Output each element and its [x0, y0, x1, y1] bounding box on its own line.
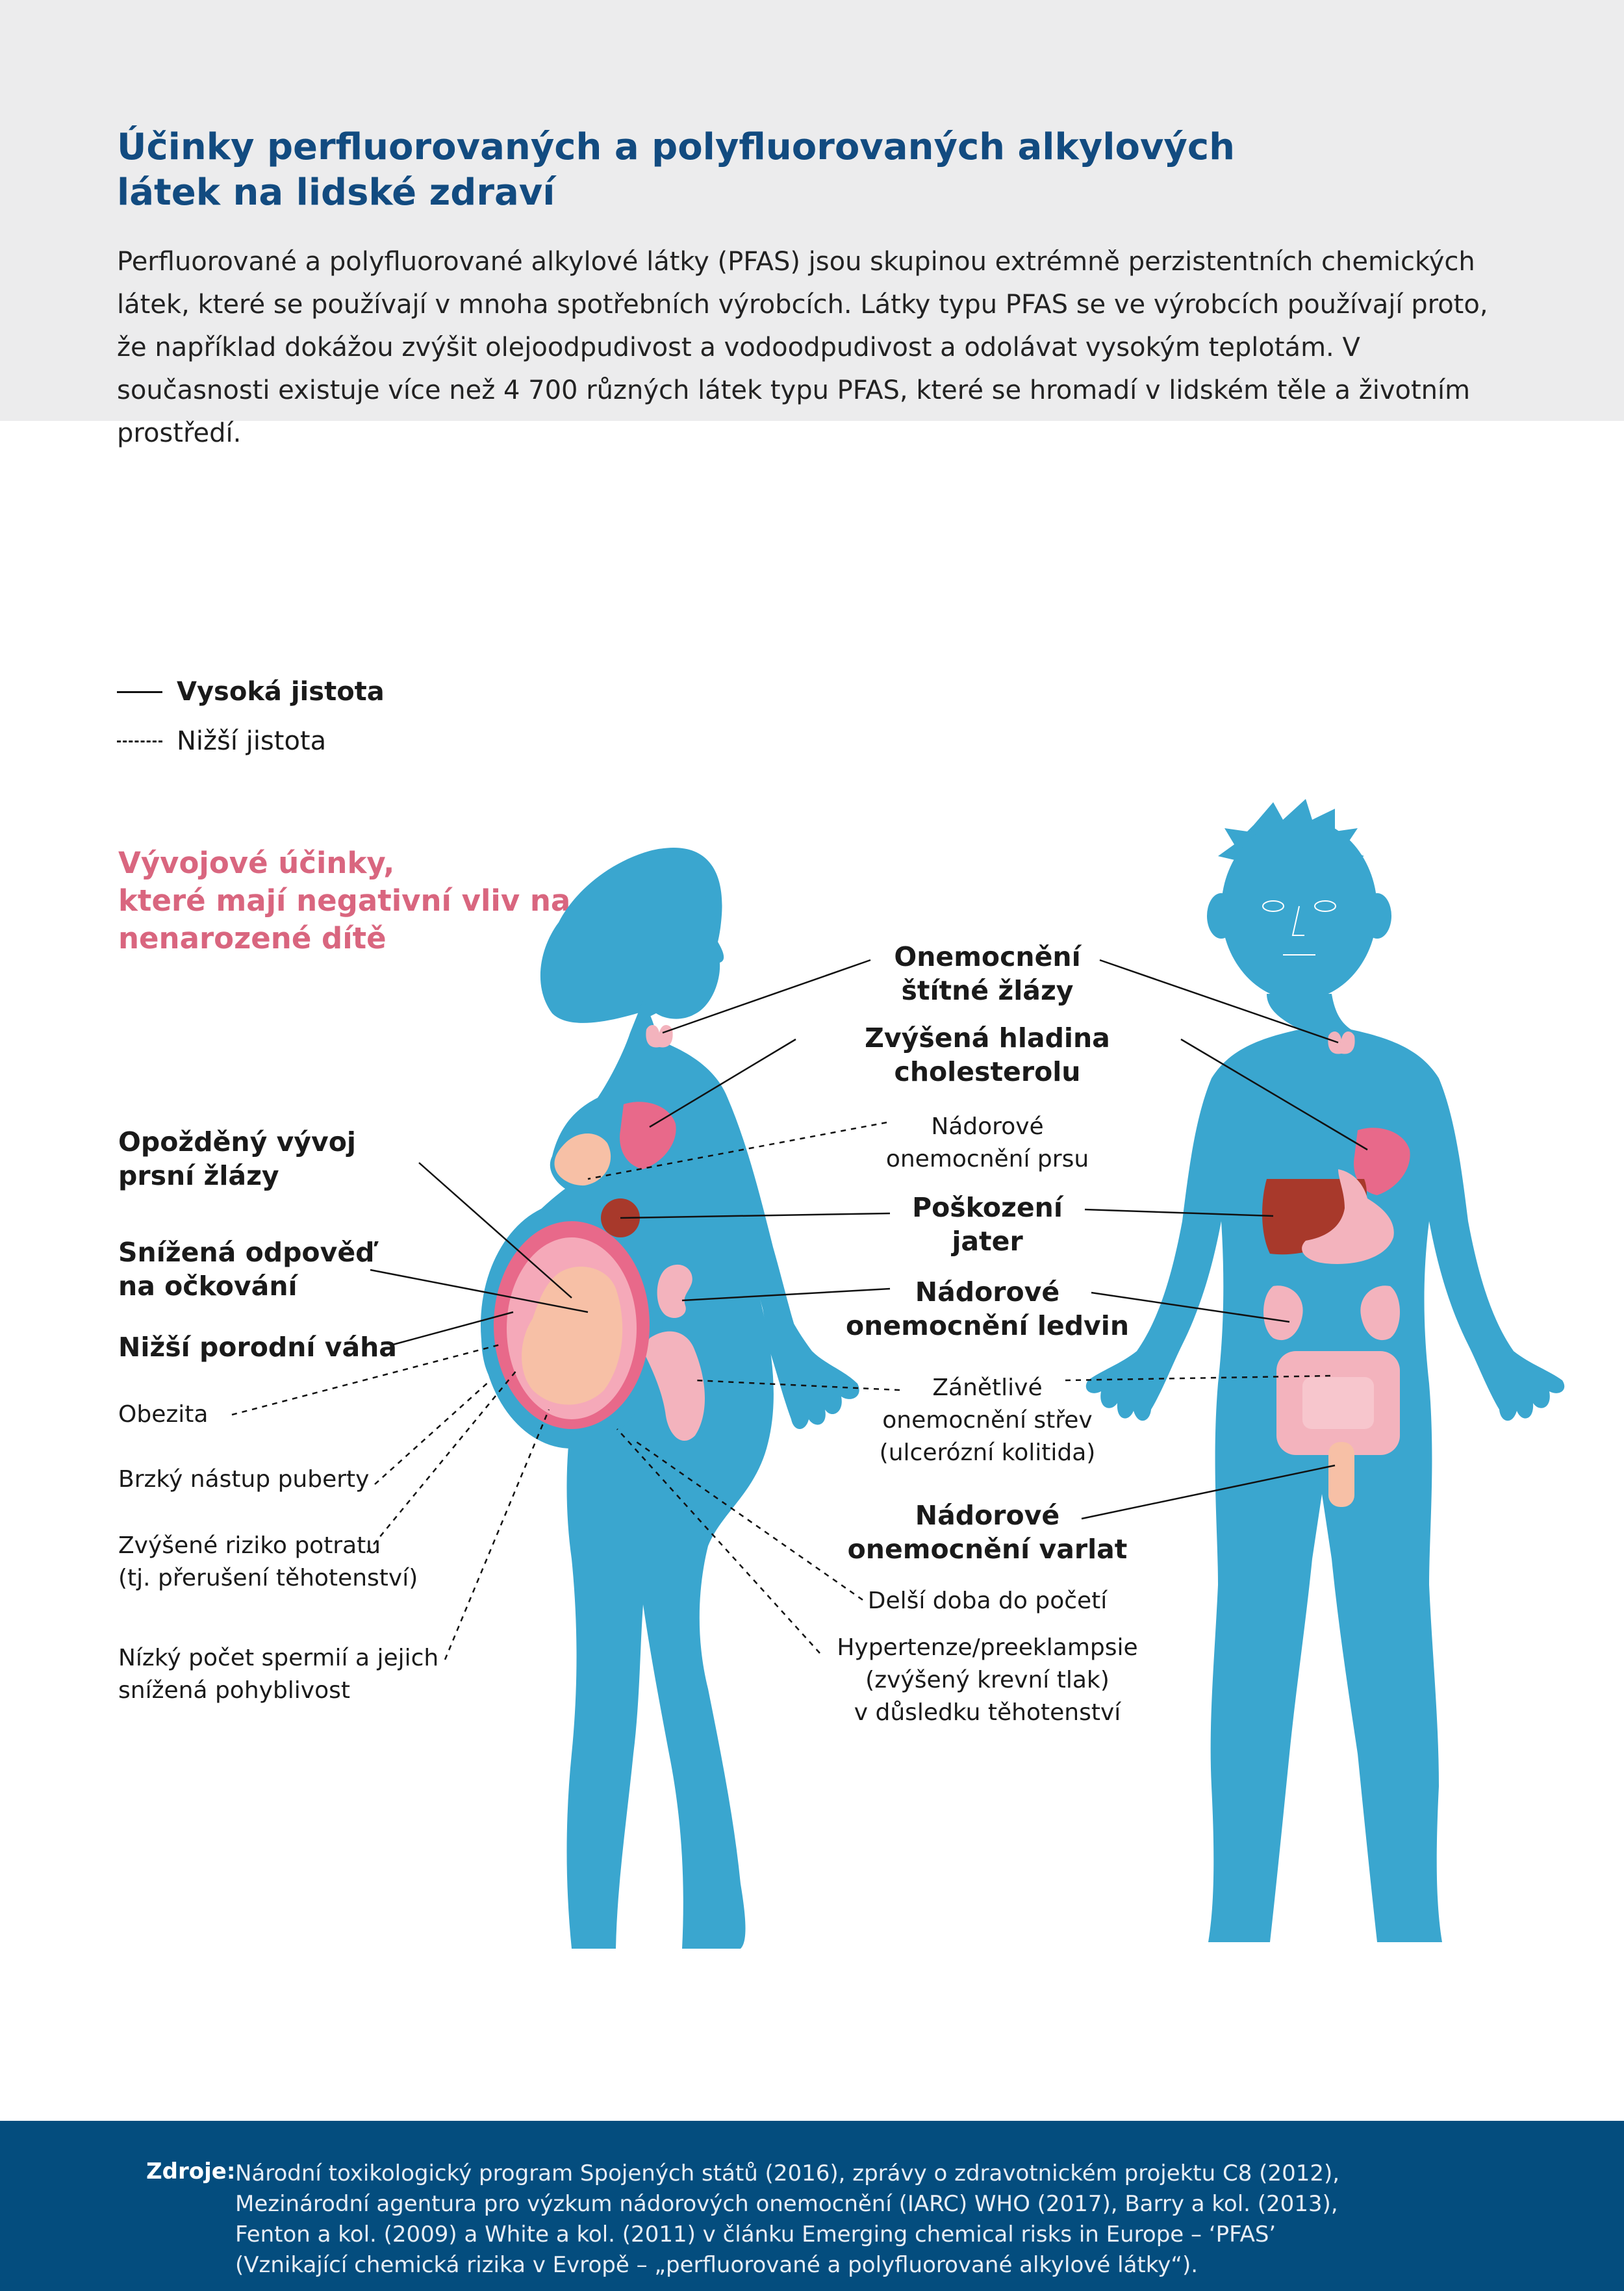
woman-thyroid-icon — [646, 1025, 673, 1048]
line-puberty — [374, 1380, 491, 1485]
line-miscarriage — [366, 1370, 517, 1553]
line-thyroid-man — [1099, 959, 1339, 1044]
label-thyroid: Onemocnění štítné žlázy — [894, 941, 1081, 1006]
label-sperm: Nízký počet spermií a jejich snížená poh… — [118, 1645, 439, 1704]
line-conception — [636, 1441, 863, 1601]
man-kidney-right-icon — [1360, 1285, 1400, 1341]
label-conception: Delší doba do početí — [867, 1588, 1108, 1614]
line-colitis-woman — [694, 1379, 900, 1391]
woman-figure — [481, 847, 859, 1949]
legend-low-label: Nižší jistota — [177, 726, 327, 756]
sources-text: Národní toxikologický program Spojených … — [235, 2160, 1340, 2278]
line-breast — [587, 1121, 887, 1180]
line-testicular — [1081, 1464, 1336, 1520]
leader-lines — [231, 959, 1368, 1660]
line-liver-woman — [620, 1212, 891, 1219]
man-intestine-inner — [1302, 1377, 1374, 1429]
intro-paragraph: Perfluorované a polyfluorované alkylové … — [117, 247, 1488, 448]
label-cholesterol: Zvýšená hladina cholesterolu — [865, 1022, 1110, 1087]
label-kidney-cancer: Nádorové onemocnění ledvin — [845, 1276, 1130, 1341]
man-figure — [1085, 799, 1565, 1942]
man-ear-left — [1207, 893, 1236, 939]
woman-kidney-icon — [657, 1264, 692, 1319]
man-face-eye-left — [1262, 900, 1284, 912]
man-kidney-left-icon — [1263, 1285, 1303, 1341]
man-thyroid-icon — [1328, 1032, 1355, 1054]
man-face-nose — [1291, 905, 1304, 936]
legend-solid-line — [117, 690, 162, 693]
line-birth-weight — [392, 1311, 514, 1346]
line-kidney-man — [1091, 1291, 1290, 1323]
man-head — [1221, 818, 1377, 1000]
developmental-effects-title: Vývojové účinky, které mají negativní vl… — [118, 846, 571, 956]
sources-label: Zdroje: — [146, 2158, 236, 2184]
line-hypertension — [616, 1428, 820, 1654]
fetus-icon — [522, 1267, 623, 1405]
legend-dashed-line — [117, 740, 162, 742]
legend-high-certainty: Vysoká jistota — [117, 677, 385, 707]
legend-high-label: Vysoká jistota — [177, 677, 385, 707]
label-testicular-cancer: Nádorové onemocnění varlat — [847, 1500, 1128, 1565]
line-liver-man — [1084, 1208, 1274, 1217]
man-stomach-icon — [1302, 1169, 1394, 1264]
line-cholesterol-woman — [649, 1038, 796, 1128]
line-vaccination — [370, 1269, 589, 1313]
line-sperm — [444, 1409, 550, 1660]
woman-breast-icon — [554, 1133, 611, 1186]
line-thyroid-woman — [662, 959, 871, 1034]
line-obesity — [231, 1343, 501, 1416]
line-mammary — [418, 1162, 572, 1298]
label-puberty: Brzký nástup puberty — [118, 1466, 370, 1493]
footer-band — [0, 2121, 1624, 2291]
man-heart-icon — [1354, 1128, 1410, 1195]
label-breast-cancer: Nádorové onemocnění prsu — [885, 1113, 1089, 1172]
man-ear-right — [1363, 893, 1391, 939]
line-kidney-woman — [681, 1287, 891, 1302]
woman-face — [643, 877, 724, 1020]
legend-low-certainty: Nižší jistota — [117, 726, 326, 756]
label-hypertension: Hypertenze/preeklampsie (zvýšený krevní … — [837, 1634, 1138, 1726]
label-mammary: Opožděný vývoj prsní žlázy — [118, 1126, 356, 1191]
label-obesity: Obezita — [118, 1401, 209, 1428]
line-colitis-man — [1065, 1374, 1332, 1382]
man-face-eye-right — [1314, 900, 1336, 912]
man-colon-icon — [1328, 1442, 1354, 1507]
label-miscarriage: Zvýšené riziko potratu (tj. přerušení tě… — [118, 1532, 418, 1591]
label-liver: Poškození jater — [912, 1192, 1063, 1257]
label-vaccination: Snížená odpověď na očkování — [118, 1237, 375, 1302]
woman-intestine-icon — [643, 1331, 705, 1441]
label-colitis: Zánětlivé onemocnění střev (ulcerózní ko… — [879, 1374, 1096, 1466]
header-band — [0, 0, 1624, 421]
label-birth-weight: Nižší porodní váha — [118, 1332, 397, 1363]
page-title: Účinky perfluorovaných a polyfluorovanýc… — [117, 126, 1235, 214]
woman-arm-right — [728, 1098, 859, 1429]
line-cholesterol-man — [1180, 1038, 1368, 1151]
